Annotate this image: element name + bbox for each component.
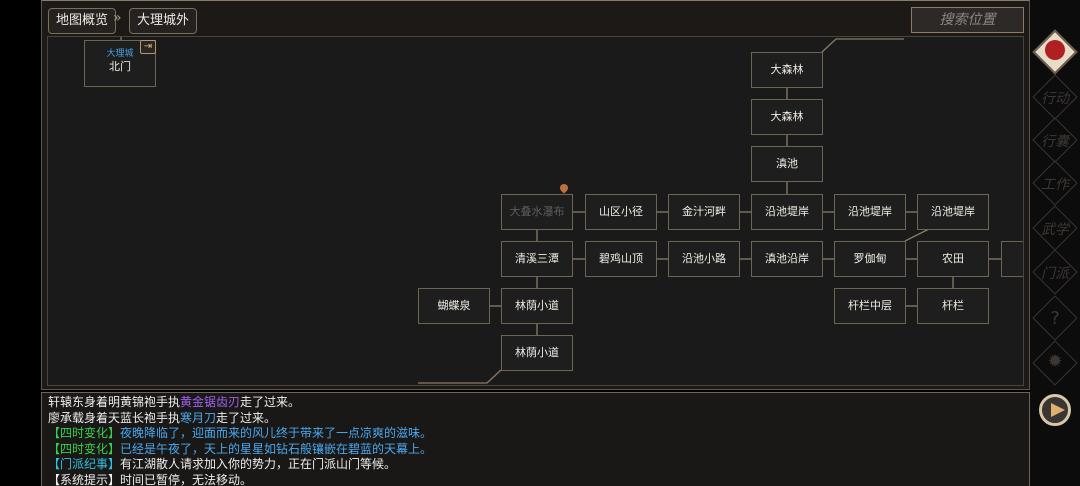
log-segment: 轩辕东身着明黄锦袍手执: [48, 395, 181, 409]
map-node-partial[interactable]: [1001, 241, 1023, 277]
log-line: 轩辕东身着明黄锦袍手执黄金锯齿刃走了过来。: [48, 395, 1029, 411]
log-segment: 时间已暂停，无法移动。: [120, 472, 253, 486]
log-segment: 廖承载身着天蓝长袍手执: [48, 410, 181, 425]
map-node[interactable]: 罗伽甸: [834, 241, 906, 277]
log-segment: 黄金锯齿刃: [180, 395, 241, 409]
map-node[interactable]: 大森林: [751, 99, 823, 135]
log-segment: 【门派纪事】: [48, 457, 121, 471]
log-segment: 有江湖散人请求加入你的势力，正在门派山门等候。: [120, 457, 397, 471]
map-node[interactable]: 滇池沿岸: [751, 241, 823, 277]
map-node-current[interactable]: 大叠水瀑布: [501, 194, 573, 230]
log-segment: 已经是午夜了，天上的星星如钻石般镶嵌在碧蓝的天幕上。: [120, 441, 433, 456]
map-node[interactable]: 蝴蝶泉: [418, 288, 490, 324]
map-node[interactable]: 大森林: [751, 52, 823, 88]
right-sidebar: 行动 行囊 工作 武学 门派 ? ✹: [1030, 0, 1080, 486]
log-segment: 【系统提示】: [48, 472, 121, 486]
log-segment: 【四时变化】: [48, 441, 121, 456]
enter-icon[interactable]: ⇥: [140, 40, 156, 54]
map-node[interactable]: 沿池堤岸: [917, 194, 989, 230]
map-canvas[interactable]: 大理城北门 ⇥ 大森林 大森林 滇池 大叠水瀑布 山区小径 金汁河畔 沿池堤岸 …: [47, 36, 1024, 386]
log-line: 【四时变化】夜晚降临了，迎面而来的风儿终于带来了一点凉爽的滋味。: [48, 426, 1029, 442]
sidebar-label: 门派: [1041, 266, 1069, 282]
map-node[interactable]: 杆栏: [917, 288, 989, 324]
play-icon: [1051, 403, 1065, 417]
log-segment: 走了过来。: [240, 395, 301, 409]
log-segment: 寒月刀: [180, 410, 217, 425]
map-node[interactable]: 沿池堤岸: [834, 194, 906, 230]
log-segment: 走了过来。: [216, 410, 277, 425]
map-node[interactable]: 清溪三潭: [501, 241, 573, 277]
play-button[interactable]: [1039, 394, 1071, 426]
log-line: 【门派纪事】有江湖散人请求加入你的势力，正在门派山门等候。: [48, 457, 1029, 473]
log-line: 【四时变化】已经是午夜了，天上的星星如钻石般镶嵌在碧蓝的天幕上。: [48, 442, 1029, 458]
breadcrumb-map-overview[interactable]: 地图概览: [48, 8, 117, 34]
breadcrumb-separator-icon: »: [113, 10, 122, 26]
search-location-input[interactable]: 搜索位置: [911, 7, 1024, 33]
log-line: 廖承载身着天蓝长袍手执寒月刀走了过来。: [48, 411, 1029, 427]
message-log: 轩辕东身着明黄锦袍手执黄金锯齿刃走了过来。廖承载身着天蓝长袍手执寒月刀走了过来。…: [41, 392, 1030, 486]
map-node[interactable]: 杆栏中层: [834, 288, 906, 324]
node-label: 北门: [109, 60, 131, 73]
map-node[interactable]: 沿池小路: [668, 241, 740, 277]
map-node[interactable]: 碧鸡山顶: [585, 241, 657, 277]
map-node[interactable]: 林荫小道: [501, 335, 573, 371]
map-node[interactable]: 滇池: [751, 146, 823, 182]
sidebar-label: 行囊: [1041, 134, 1069, 150]
log-segment: 夜晚降临了，迎面而来的风儿终于带来了一点凉爽的滋味。: [120, 426, 433, 440]
help-icon: ?: [1050, 308, 1060, 329]
map-connections: [120, 37, 1001, 384]
map-node[interactable]: 农田: [917, 241, 989, 277]
map-node[interactable]: 金汁河畔: [668, 194, 740, 230]
map-node[interactable]: 沿池堤岸: [751, 194, 823, 230]
sidebar-label: 工作: [1041, 177, 1069, 193]
map-node[interactable]: 林荫小道: [501, 288, 573, 324]
sidebar-label: 武学: [1041, 222, 1069, 238]
log-segment: 【四时变化】: [48, 426, 121, 440]
sidebar-label: 行动: [1041, 91, 1069, 107]
return-arrow-icon: [1045, 40, 1065, 60]
map-node[interactable]: 山区小径: [585, 194, 657, 230]
region-label: 大理城: [106, 49, 134, 59]
breadcrumb-current-area[interactable]: 大理城外: [129, 8, 198, 34]
gear-icon: ✹: [1047, 351, 1063, 372]
log-line: 【系统提示】时间已暂停，无法移动。: [48, 473, 1029, 486]
